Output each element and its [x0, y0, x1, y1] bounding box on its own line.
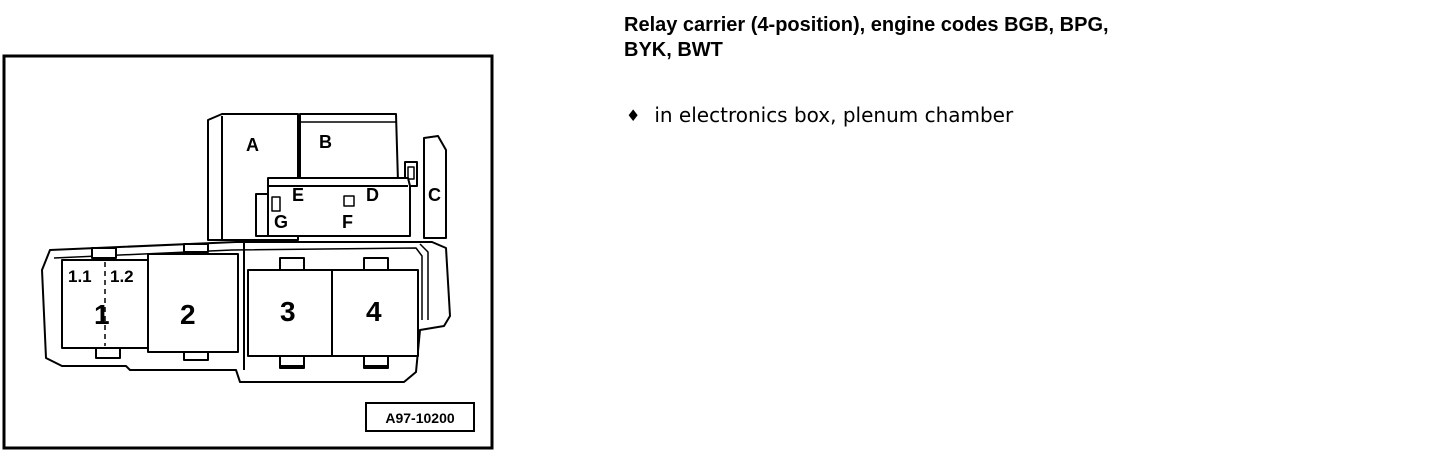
label-c: C — [428, 185, 441, 205]
label-e: E — [292, 185, 304, 205]
label-d: D — [366, 185, 379, 205]
relay-b — [299, 113, 399, 183]
label-slot-4: 4 — [366, 296, 382, 327]
label-slot-1-1: 1.1 — [68, 267, 92, 286]
title-line-2: BYK, BWT — [624, 39, 723, 61]
page-title: Relay carrier (4-position), engine codes… — [624, 13, 1264, 63]
label-g: G — [274, 212, 288, 232]
relay-c — [423, 135, 447, 239]
label-f: F — [342, 212, 353, 232]
label-slot-2: 2 — [180, 299, 196, 330]
label-slot-3: 3 — [280, 296, 296, 327]
title-line-1: Relay carrier (4-position), engine codes… — [624, 14, 1109, 36]
label-b: B — [319, 132, 332, 152]
relay-carrier-diagram: A B C D E F G 1.1 1.2 1 2 3 4 A97-10200 — [2, 54, 494, 450]
diamond-bullet-icon: ♦ — [626, 105, 641, 125]
location-note: ♦ in electronics box, plenum chamber — [626, 103, 1013, 127]
label-slot-1-2: 1.2 — [110, 267, 134, 286]
figure-id: A97-10200 — [385, 410, 454, 426]
figure-id-box — [365, 402, 475, 432]
location-text: in electronics box, plenum chamber — [654, 103, 1014, 127]
label-a: A — [246, 135, 259, 155]
relay-slot-2 — [147, 253, 239, 353]
label-slot-1: 1 — [94, 299, 110, 330]
